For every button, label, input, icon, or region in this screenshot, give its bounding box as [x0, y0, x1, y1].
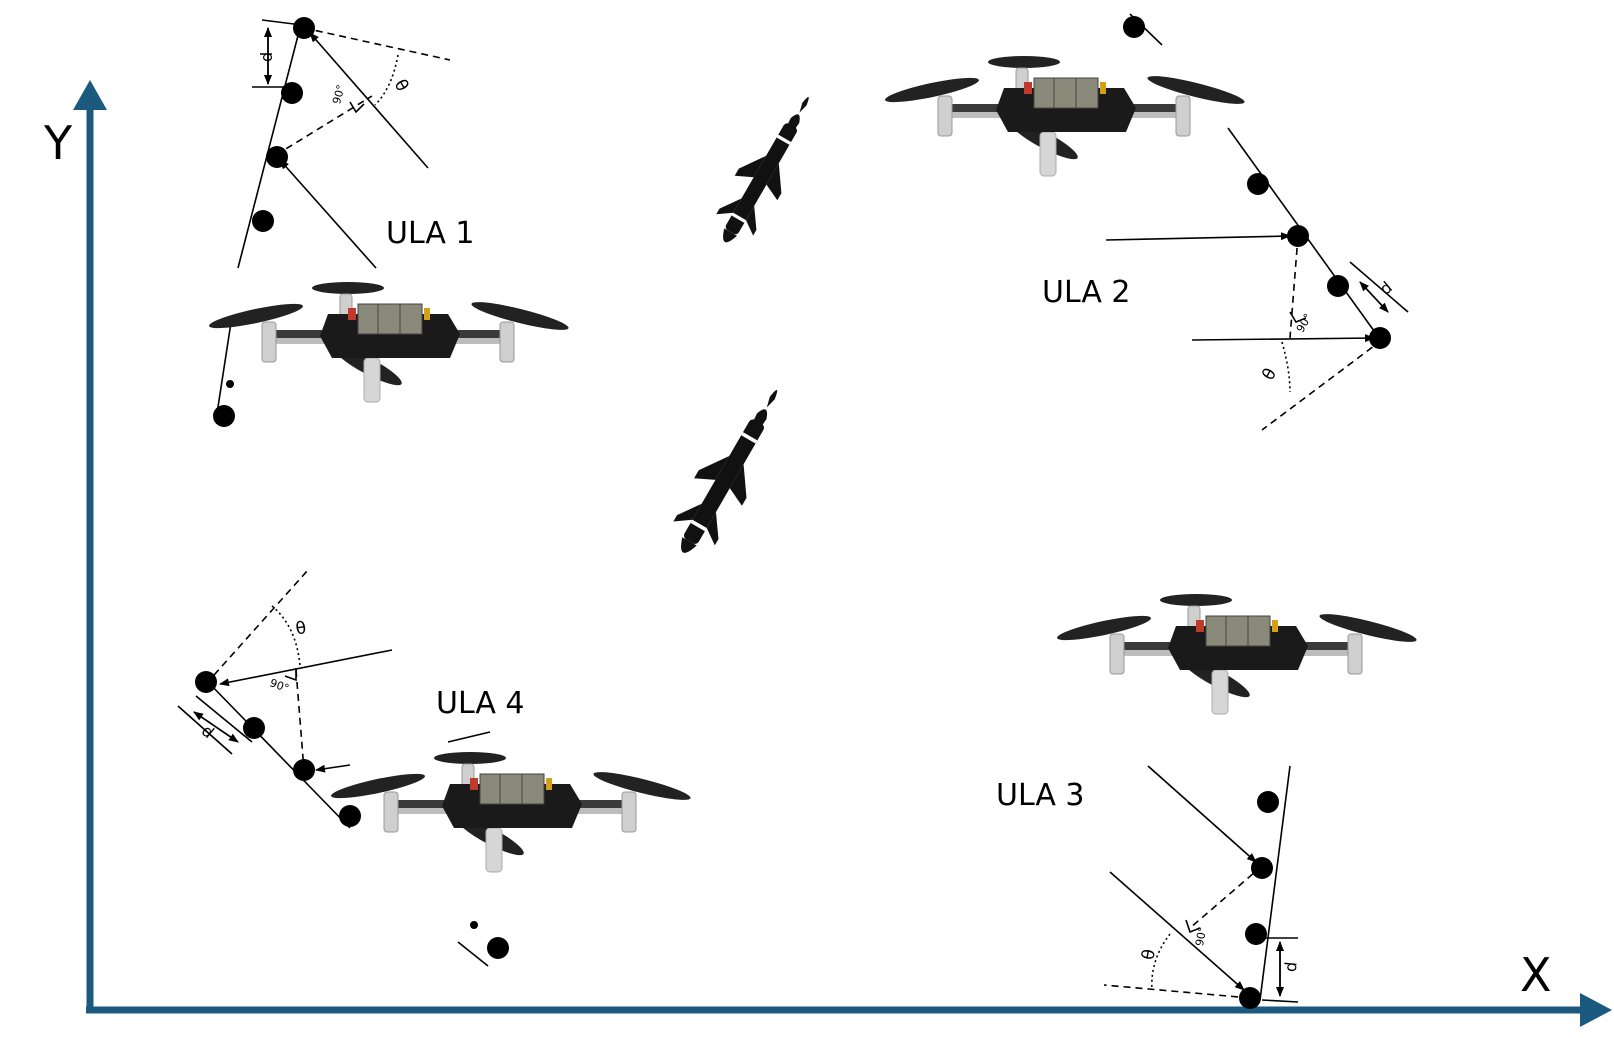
ula-3-angle-label: θ — [1138, 948, 1160, 962]
y-axis-arrowhead — [73, 80, 107, 110]
ula-2-right-angle-label: 90° — [1294, 311, 1315, 334]
drone-ula-3 — [1055, 593, 1419, 715]
missile-upper — [703, 84, 830, 255]
x-axis-arrowhead — [1580, 993, 1612, 1027]
ula-3-geometry — [1103, 765, 1299, 1003]
coordinate-axes — [73, 80, 1612, 1027]
ula-2-angle-label: θ — [1258, 365, 1281, 384]
drone-ula-2 — [883, 55, 1247, 177]
ula-2-spacing-label: d — [1376, 278, 1396, 299]
ula-4-right-angle-label: 90° — [268, 676, 291, 695]
ula-1-elements — [213, 17, 315, 427]
ula-1-geometry — [215, 19, 451, 421]
drone-ula-1 — [207, 281, 571, 403]
ula-3-spacing-label: d — [1281, 961, 1301, 973]
drone-ula-4 — [329, 751, 693, 873]
ula-2-label: ULA 2 — [1042, 275, 1131, 310]
ula-4-geometry — [177, 569, 491, 967]
ula-1-angle-label: θ — [390, 76, 413, 95]
ula-3-right-angle-label: 90° — [1193, 926, 1209, 947]
ula-4-elements — [195, 671, 509, 959]
x-axis-label: X — [1520, 948, 1552, 1002]
missile-lower — [659, 376, 801, 567]
ula-1-right-angle-label: 90° — [330, 83, 348, 105]
ula-1-label: ULA 1 — [386, 216, 475, 251]
ula-4-angle-label: θ — [294, 618, 308, 640]
ula-3-label: ULA 3 — [996, 778, 1085, 813]
ula-1-spacing-label: d — [257, 52, 276, 62]
ula-2-elements — [1123, 16, 1391, 349]
ula-4-label: ULA 4 — [436, 686, 525, 721]
ula-3-elements — [1239, 791, 1279, 1009]
y-axis-label: Y — [44, 116, 73, 170]
